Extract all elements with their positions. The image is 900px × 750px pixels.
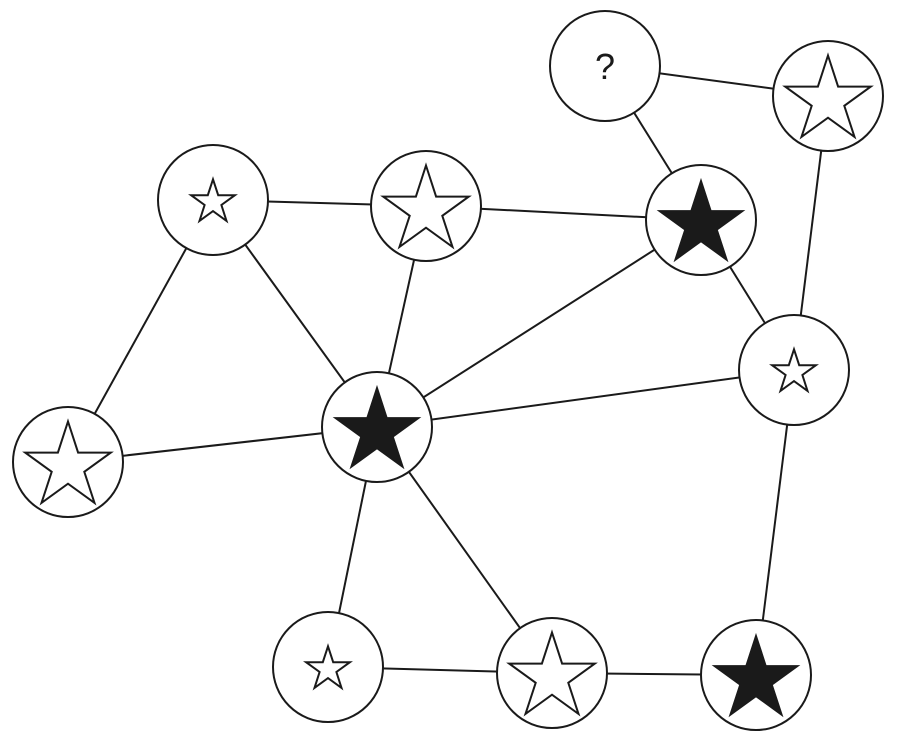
filled-star-icon: [656, 177, 746, 263]
node-question: ?: [549, 10, 661, 122]
outline-star-icon: [782, 52, 874, 140]
question-mark-label: ?: [595, 46, 615, 87]
filled-star-icon: [332, 384, 422, 470]
edge-upper-right-to-center: [376, 219, 702, 428]
node-upper-left: [157, 144, 269, 256]
nodes-layer: ?: [12, 10, 884, 731]
node-bottom-left: [272, 611, 384, 723]
outline-star-icon: [380, 162, 472, 250]
outline-star-icon: [769, 346, 819, 394]
node-bottom-right: [700, 619, 812, 731]
outline-star-icon: [303, 643, 353, 691]
outline-star-icon: [22, 418, 114, 506]
node-right-middle: [738, 314, 850, 426]
filled-star-icon: [711, 632, 801, 718]
node-bottom-middle: [496, 617, 608, 729]
outline-star-icon: [188, 176, 238, 224]
node-top-right: [772, 40, 884, 152]
node-upper-middle: [370, 150, 482, 262]
outline-star-icon: [506, 629, 598, 717]
node-center: [321, 371, 433, 483]
edge-right-middle-to-center: [376, 369, 795, 428]
node-upper-right: [645, 164, 757, 276]
node-circle: [549, 10, 661, 122]
node-left: [12, 406, 124, 518]
